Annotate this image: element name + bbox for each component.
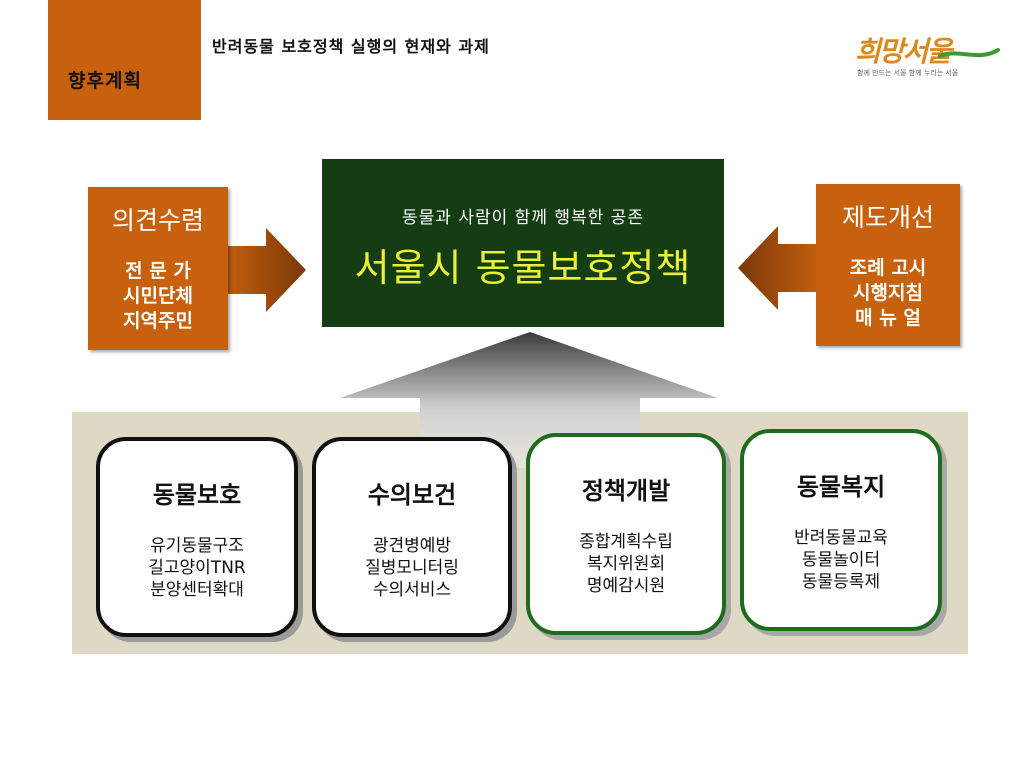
card-animal-protection: 동물보호 유기동물구조 길고양이TNR 분양센터확대 [96,437,298,637]
card-item: 복지위원회 [586,554,666,574]
card-title: 수의보건 [367,481,457,509]
card-title: 정책개발 [581,477,671,505]
right-arrow-icon [738,226,824,310]
logo-subtext: 함께 만드는 서울 함께 누리는 서울 [857,69,959,77]
slide-title: 반려동물 보호정책 실행의 현재와 과제 [212,37,490,56]
logo-swoosh-icon [938,48,1000,58]
section-label: 향후계획 [68,70,142,92]
opinion-box: 의견수렴 전 문 가 시민단체 지역주민 [88,187,228,350]
card-animal-welfare: 동물복지 반려동물교육 동물놀이터 동물등록제 [740,429,942,631]
institution-item: 매 뉴 얼 [855,307,921,329]
institution-item: 시행지침 [853,282,923,304]
card-items: 유기동물구조 길고양이TNR 분양센터확대 [100,535,294,601]
opinion-item: 지역주민 [123,310,193,332]
card-item: 질병모니터링 [365,558,459,578]
policy-subtitle: 동물과 사람이 함께 행복한 공존 [402,208,644,228]
card-item: 명예감시원 [586,576,666,596]
card-item: 길고양이TNR [148,558,246,578]
institution-title: 제도개선 [841,203,934,232]
card-item: 동물등록제 [801,572,881,592]
logo-text: 희망서울 [855,35,952,68]
card-title: 동물보호 [152,481,242,509]
card-policy-development: 정책개발 종합계획수립 복지위원회 명예감시원 [526,433,726,635]
card-items: 종합계획수립 복지위원회 명예감시원 [530,531,722,597]
policy-title: 서울시 동물보호정책 [354,246,692,290]
card-item: 수의서비스 [372,580,452,600]
card-item: 유기동물구조 [150,536,244,556]
opinion-title: 의견수렴 [111,206,204,235]
left-arrow-icon [220,228,306,312]
card-item: 종합계획수립 [579,532,673,552]
institution-items: 조례 고시 시행지침 매 뉴 얼 [816,256,960,331]
card-items: 광견병예방 질병모니터링 수의서비스 [316,535,508,601]
opinion-item: 전 문 가 [125,260,191,282]
card-title: 동물복지 [796,473,886,501]
section-tab: 향후계획 [48,0,201,120]
card-item: 동물놀이터 [801,550,881,570]
card-item: 분양센터확대 [150,580,244,600]
opinion-item: 시민단체 [123,285,193,307]
seoul-logo: 희망서울 함께 만드는 서울 함께 누리는 서울 [843,28,1003,90]
card-items: 반려동물교육 동물놀이터 동물등록제 [744,527,938,593]
institution-box: 제도개선 조례 고시 시행지침 매 뉴 얼 [816,184,960,346]
card-veterinary-health: 수의보건 광견병예방 질병모니터링 수의서비스 [312,437,512,637]
card-item: 광견병예방 [372,536,452,556]
opinion-items: 전 문 가 시민단체 지역주민 [88,259,228,334]
policy-center-box: 동물과 사람이 함께 행복한 공존 서울시 동물보호정책 [322,159,724,327]
institution-item: 조례 고시 [849,257,927,279]
card-item: 반려동물교육 [794,528,888,548]
